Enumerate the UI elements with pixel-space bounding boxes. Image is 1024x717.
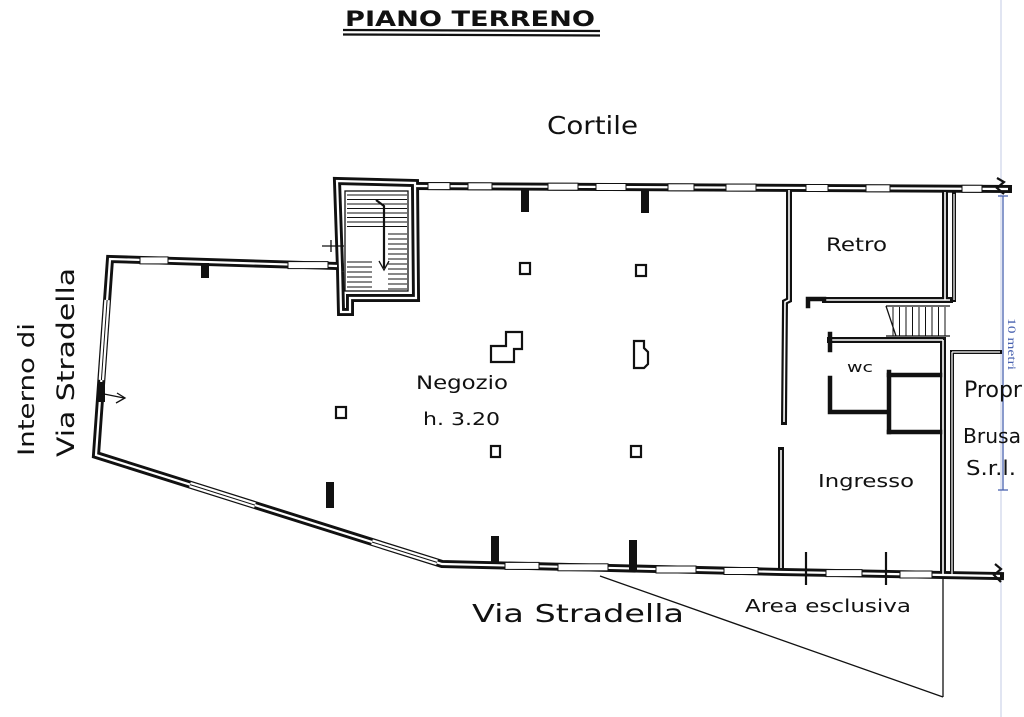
shop-height-label: h. 3.20 bbox=[423, 409, 500, 430]
title-underline-1 bbox=[342, 28, 601, 33]
wall-break-bottom bbox=[992, 563, 1003, 583]
stairwell-mark bbox=[322, 240, 344, 252]
wc-wall-left bbox=[827, 375, 889, 415]
outer-wall bbox=[96, 259, 1000, 576]
pilaster bbox=[326, 482, 334, 508]
window bbox=[961, 184, 983, 193]
exclusive-area-lines bbox=[599, 177, 1006, 698]
window bbox=[723, 567, 759, 575]
window bbox=[899, 570, 933, 579]
wc-label: wc bbox=[847, 360, 873, 376]
street-label: Via Stradella bbox=[472, 599, 684, 628]
scale-bar: 10 metri bbox=[998, 195, 1019, 491]
windows bbox=[98, 182, 983, 579]
window bbox=[427, 182, 451, 191]
pillar bbox=[334, 405, 348, 420]
stair-handrail bbox=[375, 199, 386, 268]
window-glass bbox=[371, 541, 438, 563]
side-entrance-arrow bbox=[98, 392, 127, 404]
wc-partitions bbox=[805, 296, 943, 435]
window bbox=[467, 182, 493, 191]
side-street-label-line-1: Interno di bbox=[15, 323, 40, 456]
labels: Cortile Retro Negozio h. 3.20 wc Ingress… bbox=[15, 111, 1023, 628]
wall-break-top bbox=[995, 177, 1006, 195]
neighbor-label-line-3: S.r.l. bbox=[966, 456, 1016, 480]
window bbox=[805, 184, 829, 192]
pillar bbox=[518, 261, 532, 276]
stair-direction-arrow bbox=[378, 260, 390, 272]
entrance-door bbox=[825, 569, 863, 578]
pilaster bbox=[491, 536, 499, 564]
arrow-shaft bbox=[98, 392, 125, 399]
scale-label: 10 metri bbox=[1005, 318, 1019, 371]
pilaster bbox=[201, 263, 209, 278]
pillar-notched bbox=[632, 339, 650, 370]
back-stair-outline bbox=[885, 305, 950, 337]
plan-title: PIANO TERRENO bbox=[342, 7, 601, 37]
side-street-label-line-2: Via Stradella bbox=[52, 268, 80, 457]
window bbox=[667, 183, 695, 192]
window bbox=[139, 256, 169, 265]
window bbox=[547, 182, 579, 191]
pilaster bbox=[629, 540, 637, 570]
arrow-head bbox=[115, 392, 127, 404]
neighbor-label-line-1: Propr bbox=[964, 378, 1023, 403]
pillar bbox=[629, 444, 643, 459]
exclusive-area-label: Area esclusiva bbox=[745, 596, 911, 617]
pilaster bbox=[521, 189, 529, 212]
stairwell-inner bbox=[344, 190, 409, 292]
pillar bbox=[489, 444, 502, 459]
shop-label: Negozio bbox=[416, 372, 508, 394]
entrance-label: Ingresso bbox=[818, 471, 914, 492]
back-room-label: Retro bbox=[826, 234, 887, 256]
stairs bbox=[322, 190, 950, 337]
window bbox=[595, 183, 627, 191]
neighbor-label-line-2: Brusa bbox=[963, 424, 1021, 448]
window bbox=[865, 184, 891, 193]
pilasters bbox=[98, 189, 649, 570]
window bbox=[287, 261, 329, 270]
window-glass bbox=[100, 299, 108, 381]
outer-wall-core bbox=[94, 257, 1002, 578]
title-underline-2 bbox=[342, 33, 601, 37]
window-glass bbox=[189, 484, 256, 506]
exclusive-area-diagonal bbox=[599, 575, 944, 698]
stair-treads bbox=[347, 194, 946, 336]
pillar bbox=[634, 263, 648, 278]
pilaster bbox=[641, 190, 649, 213]
side-door-marker bbox=[98, 382, 105, 402]
shop-entrance-door bbox=[557, 563, 609, 572]
back-room-door-jamb bbox=[805, 296, 827, 309]
window bbox=[725, 183, 757, 192]
window bbox=[504, 561, 540, 570]
courtyard-label: Cortile bbox=[547, 111, 638, 140]
pillars bbox=[334, 261, 650, 459]
pillar-stepped bbox=[489, 330, 524, 364]
plan-title-text: PIANO TERRENO bbox=[345, 7, 595, 31]
window bbox=[655, 565, 697, 574]
